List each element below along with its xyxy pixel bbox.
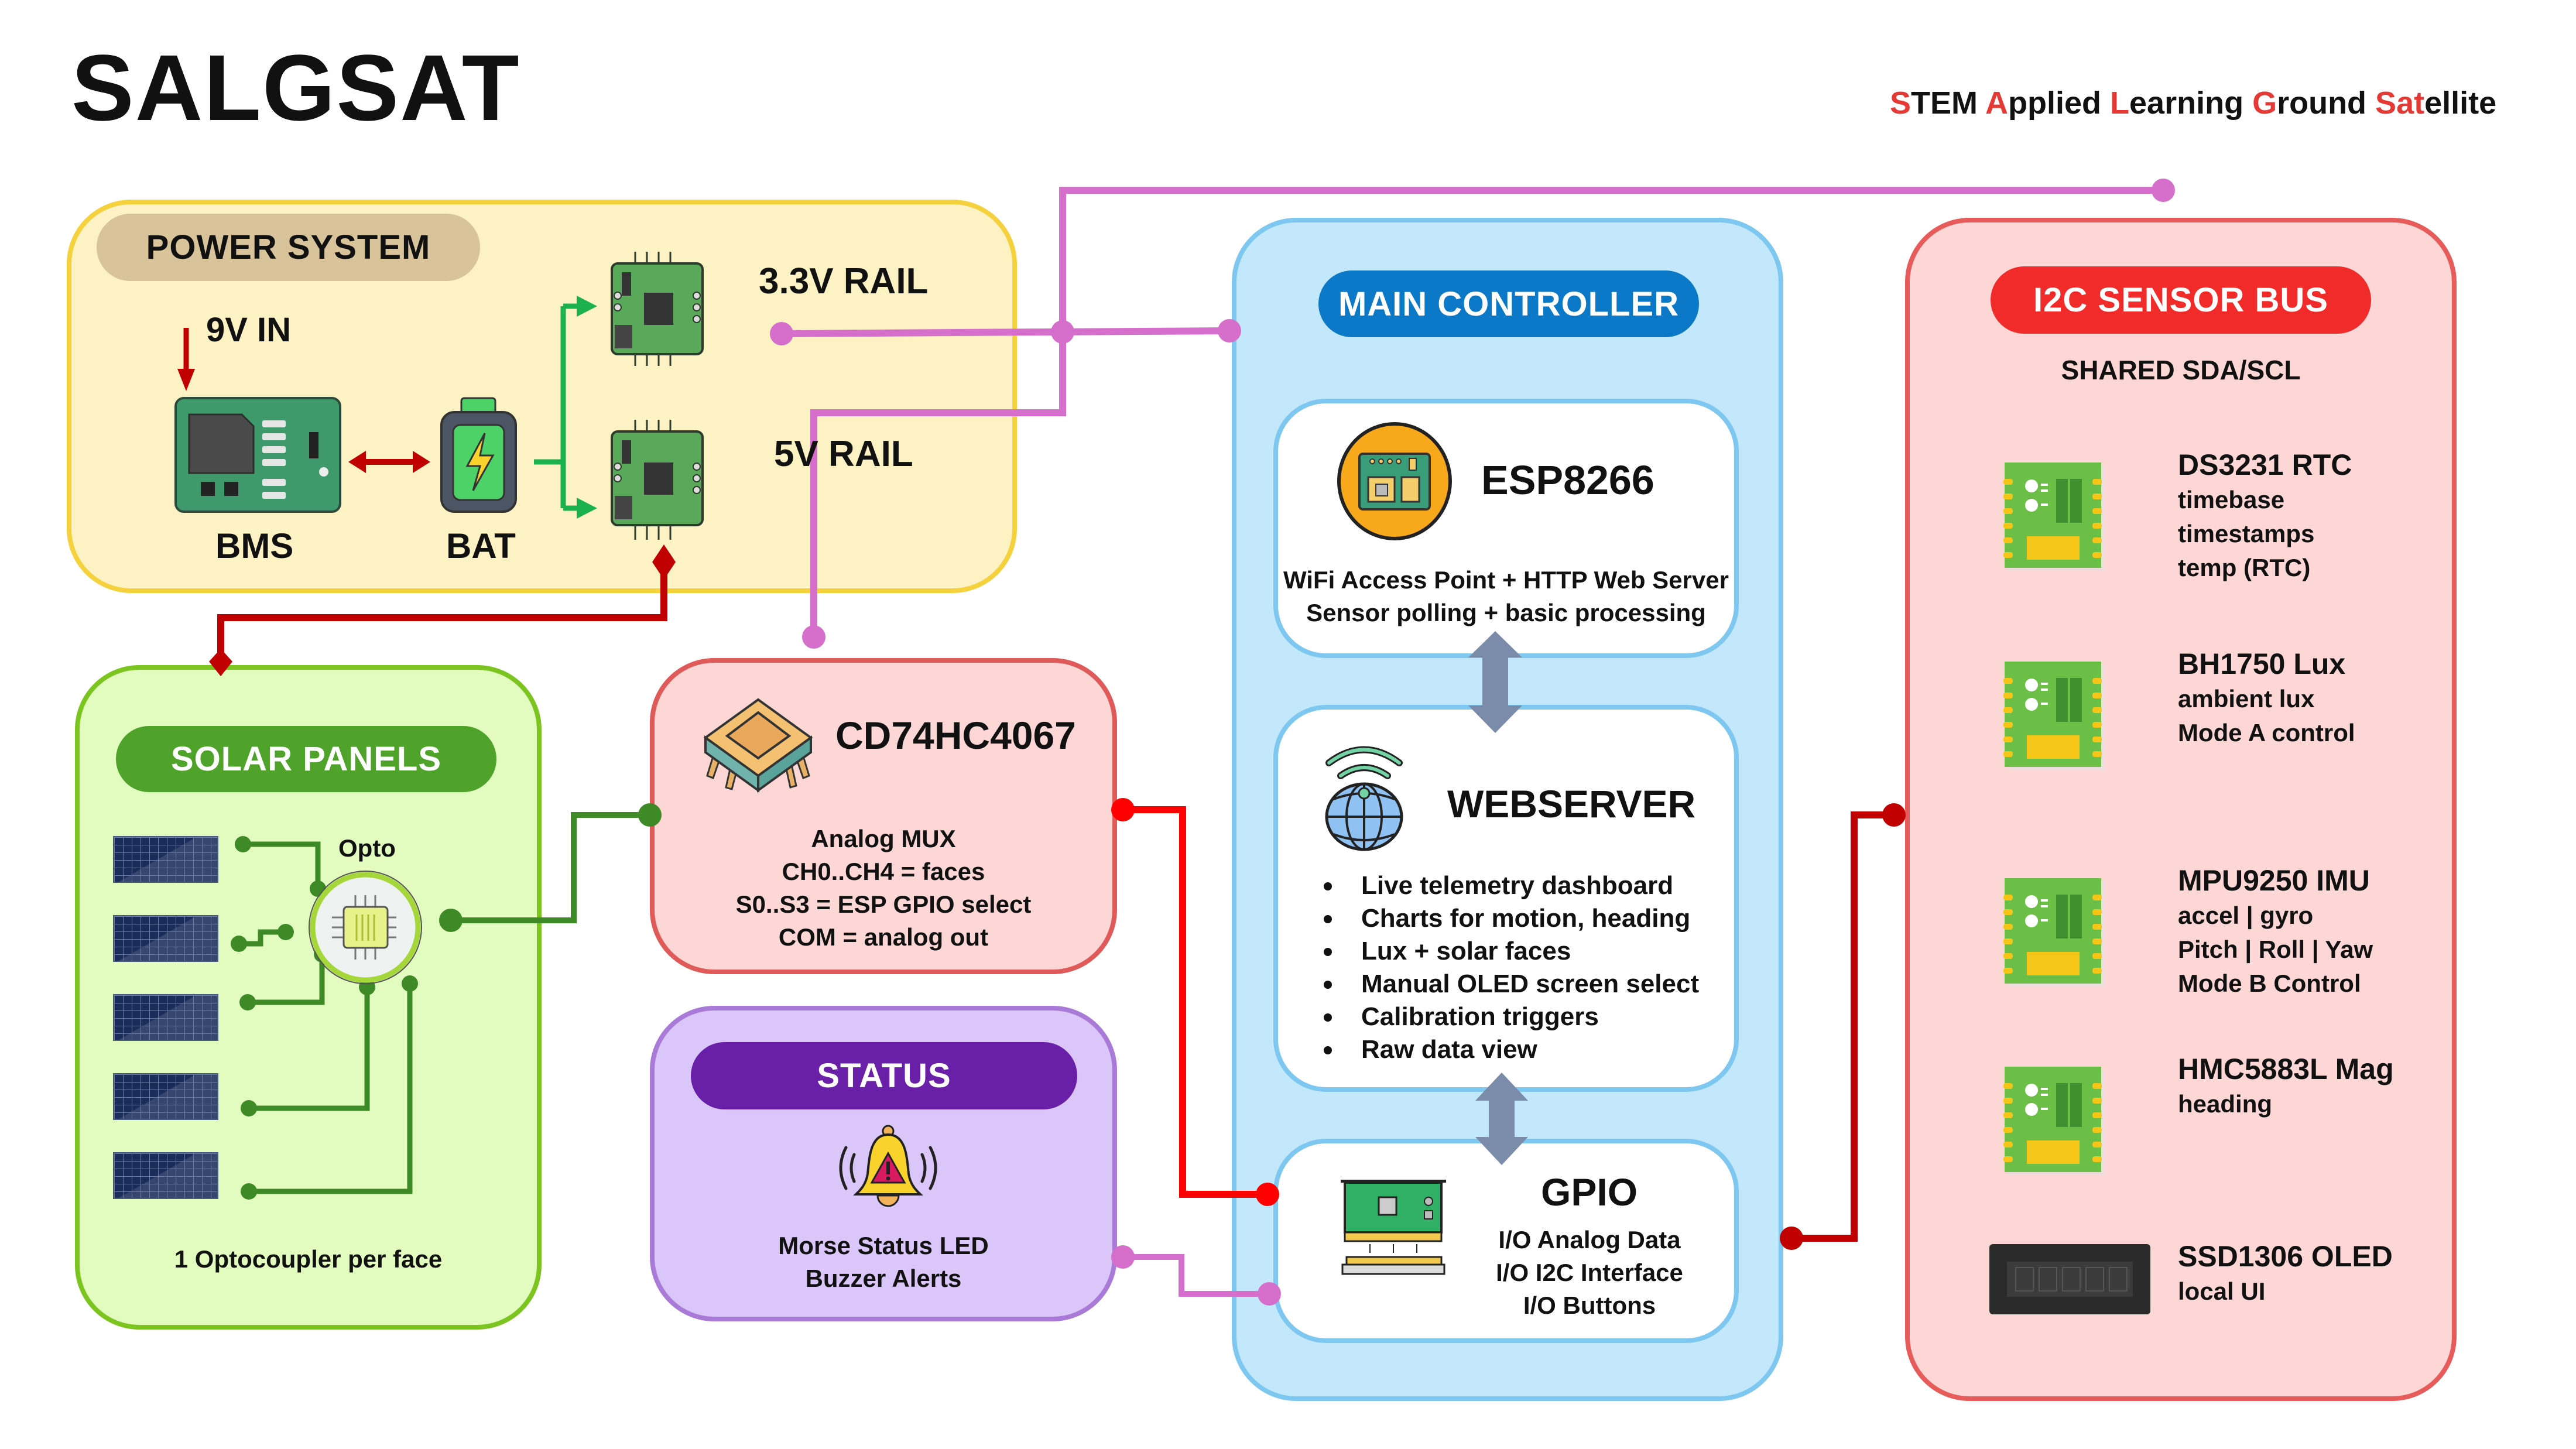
webserver-feature-item: Live telemetry dashboard xyxy=(1320,869,1730,902)
regulator-3v3-icon xyxy=(603,249,714,369)
power-system-title: POWER SYSTEM xyxy=(97,214,480,281)
subtitle-accent-letters: S xyxy=(1890,85,1912,121)
bms-label: BMS xyxy=(215,526,294,566)
regulator-5v-icon xyxy=(603,417,714,543)
subtitle-text: ellite xyxy=(2424,85,2497,121)
sensor-detail: heading xyxy=(2178,1090,2273,1118)
subtitle-text: round xyxy=(2277,85,2376,121)
description-line: CH0..CH4 = faces xyxy=(782,858,985,885)
description-line: I/O Buttons xyxy=(1523,1292,1656,1319)
description-line: S0..S3 = ESP GPIO select xyxy=(735,890,1032,918)
main-controller-title: MAIN CONTROLLER xyxy=(1318,270,1699,337)
webserver-feature-item: Charts for motion, heading xyxy=(1320,902,1730,935)
subtitle-text: earning xyxy=(2129,85,2253,121)
webserver-feature-item: Raw data view xyxy=(1320,1033,1730,1066)
sensor-name: HMC5883L Mag xyxy=(2178,1053,2394,1085)
sensor-item: HMC5883L Mag heading xyxy=(2178,1051,2394,1121)
description-line: Analog MUX xyxy=(811,825,956,852)
esp8266-chip-icon xyxy=(1336,422,1453,542)
description-line: COM = analog out xyxy=(778,923,989,951)
gpio-card-icon xyxy=(1338,1177,1449,1276)
sensor-detail: local UI xyxy=(2178,1277,2266,1305)
solar-footer: 1 Optocoupler per face xyxy=(174,1245,443,1273)
solar-panel-icon xyxy=(113,994,218,1041)
webserver-feature-item: Calibration triggers xyxy=(1320,1001,1730,1033)
webserver-feature-item: Lux + solar faces xyxy=(1320,935,1730,968)
globe-wifi-icon xyxy=(1323,741,1405,852)
webserver-title: WEBSERVER xyxy=(1447,782,1696,825)
solar-panel-icon xyxy=(113,915,218,962)
alarm-bell-icon xyxy=(830,1124,947,1212)
rail-5v-label: 5V RAIL xyxy=(774,434,913,474)
sensor-detail: Mode A control xyxy=(2178,719,2355,746)
gpio-title: GPIO xyxy=(1541,1170,1638,1214)
rail-3v3-label: 3.3V RAIL xyxy=(759,261,929,302)
status-description: Morse Status LED Buzzer Alerts xyxy=(650,1229,1117,1295)
battery-icon xyxy=(439,397,518,514)
sensor-board-icon xyxy=(2003,461,2106,576)
status-title: STATUS xyxy=(691,1042,1077,1109)
mux-panel xyxy=(650,658,1117,974)
sensor-item: SSD1306 OLED local UI xyxy=(2178,1238,2393,1308)
mux-chip-icon xyxy=(697,688,820,796)
description-line: WiFi Access Point + HTTP Web Server xyxy=(1283,566,1729,594)
mux-title: CD74HC4067 xyxy=(835,714,1076,757)
sensor-detail: Mode B Control xyxy=(2178,970,2361,997)
subtitle-accent-letters: G xyxy=(2252,85,2277,121)
sensor-name: DS3231 RTC xyxy=(2178,448,2352,481)
sensor-detail: temp (RTC) xyxy=(2178,554,2311,581)
description-line: Buzzer Alerts xyxy=(805,1265,962,1292)
optocoupler-icon xyxy=(309,871,423,985)
oled-display-icon xyxy=(1989,1244,2150,1317)
page-subtitle: STEM Applied Learning Ground Satellite xyxy=(1890,85,2496,121)
sensor-detail: timestamps xyxy=(2178,520,2315,547)
esp8266-title: ESP8266 xyxy=(1481,457,1654,503)
subtitle-accent-letters: Sat xyxy=(2375,85,2425,121)
sensor-name: MPU9250 IMU xyxy=(2178,864,2370,897)
sensor-detail: ambient lux xyxy=(2178,685,2315,712)
sensor-item: DS3231 RTC timebase timestamps temp (RTC) xyxy=(2178,447,2352,585)
sensor-board-icon xyxy=(2003,1066,2106,1180)
opto-label: Opto xyxy=(338,834,396,862)
description-line: Morse Status LED xyxy=(778,1232,989,1259)
subtitle-accent-letters: A xyxy=(1985,85,2009,121)
sensor-name: SSD1306 OLED xyxy=(2178,1240,2393,1273)
sensor-board-icon xyxy=(2003,877,2106,991)
solar-panel-icon xyxy=(113,836,218,883)
sensor-board-icon xyxy=(2003,660,2106,775)
i2c-sensor-bus-title: I2C SENSOR BUS xyxy=(1991,266,2371,334)
description-line: Sensor polling + basic processing xyxy=(1306,599,1706,626)
sensor-detail: timebase xyxy=(2178,486,2285,513)
subtitle-text: TEM xyxy=(1911,85,1986,121)
i2c-sensor-bus-panel xyxy=(1905,218,2457,1401)
sensor-detail: accel | gyro xyxy=(2178,902,2314,929)
solar-panels-title: SOLAR PANELS xyxy=(116,726,496,792)
subtitle-text: pplied xyxy=(2008,85,2111,121)
solar-panel-icon xyxy=(113,1073,218,1120)
input-voltage-label: 9V IN xyxy=(206,311,292,349)
i2c-subtitle: SHARED SDA/SCL xyxy=(2061,355,2301,385)
sensor-detail: Pitch | Roll | Yaw xyxy=(2178,936,2373,963)
sensor-name: BH1750 Lux xyxy=(2178,648,2346,680)
bms-board-icon xyxy=(174,397,341,513)
page-title: SALGSAT xyxy=(71,35,520,140)
wire-gpio-to-i2c xyxy=(1780,803,1906,1250)
description-line: I/O Analog Data xyxy=(1498,1226,1681,1253)
esp8266-card xyxy=(1273,399,1739,658)
description-line: I/O I2C Interface xyxy=(1496,1259,1683,1286)
subtitle-accent-letters: L xyxy=(2110,85,2130,121)
battery-label: BAT xyxy=(446,526,516,566)
webserver-feature-item: Manual OLED screen select xyxy=(1320,968,1730,1001)
solar-panel-icon xyxy=(113,1152,218,1199)
